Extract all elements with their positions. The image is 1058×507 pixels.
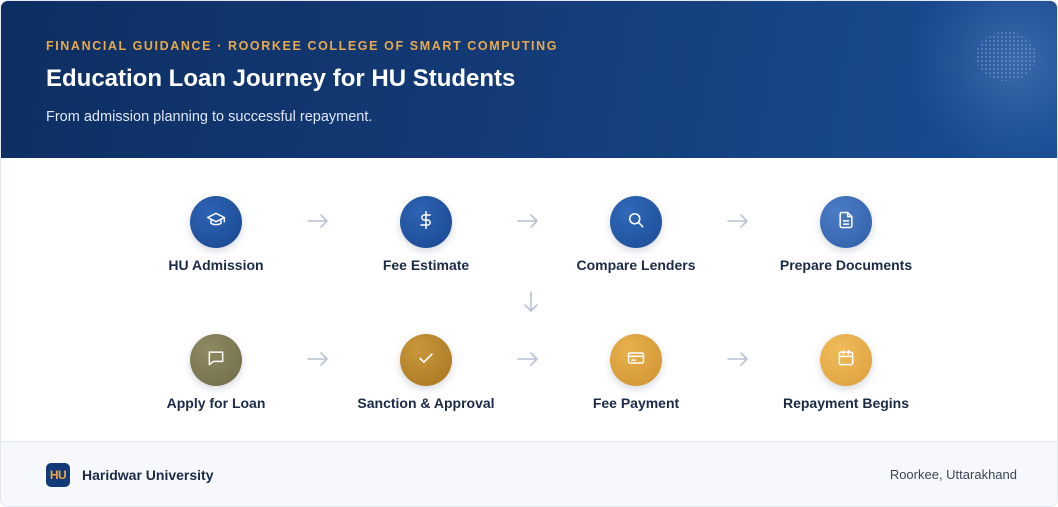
location-text: Roorkee, Uttarakhand <box>889 467 1017 482</box>
page-subtitle: From admission planning to successful re… <box>46 109 373 125</box>
step-compare-lenders: Compare Lenders <box>531 196 741 286</box>
step-label: Repayment Begins <box>782 395 910 411</box>
arrow-right-icon <box>726 351 750 367</box>
graduation-cap-icon <box>206 210 226 235</box>
arrow-down-icon <box>523 290 539 314</box>
step-apply-for-loan: Apply for Loan <box>111 334 321 424</box>
step-fee-estimate: Fee Estimate <box>321 196 531 286</box>
step-label: Fee Estimate <box>382 257 470 273</box>
arrow-right-icon <box>516 351 540 367</box>
calendar-icon <box>836 348 856 373</box>
arrow-right-icon <box>726 213 750 229</box>
step-repayment-begins: Repayment Begins <box>741 334 951 424</box>
step-label: Apply for Loan <box>166 395 266 411</box>
step-label: Prepare Documents <box>779 257 913 273</box>
checkmark-icon <box>416 348 436 373</box>
card-icon <box>626 348 646 373</box>
search-icon <box>626 210 646 235</box>
step-6-circle <box>400 334 452 386</box>
step-5-circle <box>190 334 242 386</box>
step-prepare-documents: Prepare Documents <box>741 196 951 286</box>
university-name: Haridwar University <box>82 467 214 483</box>
arrow-right-icon <box>306 213 330 229</box>
step-4-circle <box>820 196 872 248</box>
step-2-circle <box>400 196 452 248</box>
step-label: Fee Payment <box>592 395 680 411</box>
hero-banner: FINANCIAL GUIDANCE · ROORKEE COLLEGE OF … <box>1 1 1057 158</box>
dollar-icon <box>416 210 436 235</box>
eyebrow-text: FINANCIAL GUIDANCE · ROORKEE COLLEGE OF … <box>46 39 559 53</box>
document-icon <box>836 210 856 235</box>
step-3-circle <box>610 196 662 248</box>
hero-glow-decoration <box>901 1 1057 158</box>
footer: HU Haridwar University Roorkee, Uttarakh… <box>1 441 1057 506</box>
step-8-circle <box>820 334 872 386</box>
step-1-circle <box>190 196 242 248</box>
step-fee-payment: Fee Payment <box>531 334 741 424</box>
chat-bubble-icon <box>206 348 226 373</box>
step-label: Compare Lenders <box>576 257 696 273</box>
step-label: Sanction & Approval <box>357 395 495 411</box>
step-hu-admission: HU Admission <box>111 196 321 286</box>
arrow-right-icon <box>306 351 330 367</box>
step-7-circle <box>610 334 662 386</box>
step-label: HU Admission <box>168 257 264 273</box>
page-title: Education Loan Journey for HU Students <box>46 65 516 92</box>
arrow-right-icon <box>516 213 540 229</box>
hu-logo: HU <box>46 463 70 487</box>
hero-dot-pattern <box>976 31 1036 81</box>
step-sanction-approval: Sanction & Approval <box>321 334 531 424</box>
